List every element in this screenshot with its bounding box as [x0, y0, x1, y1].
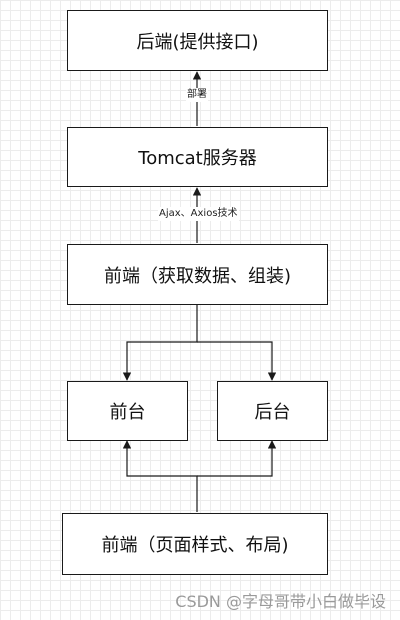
edge-fetch-split-right — [197, 341, 277, 381]
csdn-watermark: CSDN @字母哥带小白做毕设 — [175, 592, 386, 611]
edge-fetch-split — [122, 304, 198, 381]
deploy-label: 部署 — [186, 88, 208, 102]
ajax-label: Ajax、Axios技术 — [158, 207, 239, 221]
front-stage-node: 前台 — [67, 381, 188, 441]
tomcat-node: Tomcat服务器 — [67, 127, 328, 187]
edge-style-join-right — [197, 440, 277, 477]
frontend-style-node: 前端（页面样式、布局) — [62, 513, 328, 575]
back-stage-node: 后台 — [217, 381, 328, 441]
edge-style-join — [122, 440, 198, 512]
frontend-fetch-node: 前端（获取数据、组装) — [67, 244, 328, 305]
backend-node: 后端(提供接口) — [67, 10, 328, 71]
